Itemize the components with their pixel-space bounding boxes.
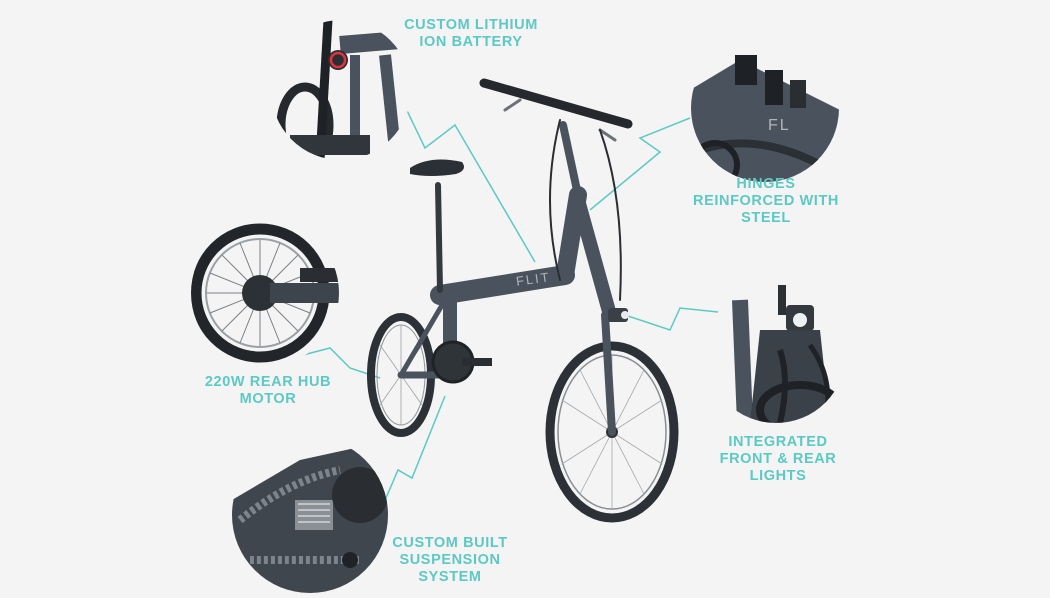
connector-suspension [382,395,446,506]
handlebar [479,78,633,129]
callout-lights-line3: LIGHTS [749,468,807,484]
callout-motor-line1: 220W REAR HUB [204,374,332,390]
suspension-closeup-icon [232,437,388,593]
callout-battery-line2: ION BATTERY [419,34,523,50]
connector-hinges [589,117,691,211]
callout-hinges-line3: STEEL [741,210,791,226]
svg-text:FL: FL [768,117,791,134]
callout-hinges-line1: HINGES [736,176,796,192]
callout-suspension-label: CUSTOM BUILT SUSPENSION SYSTEM [385,535,515,586]
saddle [410,159,464,176]
connector-lights [627,307,719,331]
callout-hinges-line2: REINFORCED WITH [693,193,839,209]
callout-suspension-line3: SYSTEM [418,569,482,585]
hinge-closeup-icon: FL [691,34,839,182]
callout-suspension-line1: CUSTOM BUILT [392,535,508,551]
callout-battery-line1: CUSTOM LITHIUM [404,17,538,33]
battery-closeup-icon [271,20,411,160]
callout-lights-line2: FRONT & REAR [719,451,837,467]
frame-brand-mark: FLIT [515,269,551,289]
hub-motor-closeup-icon [191,219,339,367]
callout-motor-line2: MOTOR [239,391,297,407]
callout-suspension-line2: SUSPENSION [399,552,501,568]
headlight-closeup-icon [706,283,846,423]
callout-hinges-label: HINGES REINFORCED WITH STEEL [688,176,844,227]
callout-battery-label: CUSTOM LITHIUM ION BATTERY [398,17,544,51]
folding-ebike: FLIT [367,78,679,523]
callout-lights-line1: INTEGRATED [728,434,828,450]
headlight [608,308,628,322]
callout-lights-label: INTEGRATED FRONT & REAR LIGHTS [712,434,844,485]
callout-motor-label: 220W REAR HUB MOTOR [198,374,338,408]
connector-motor [302,347,381,379]
